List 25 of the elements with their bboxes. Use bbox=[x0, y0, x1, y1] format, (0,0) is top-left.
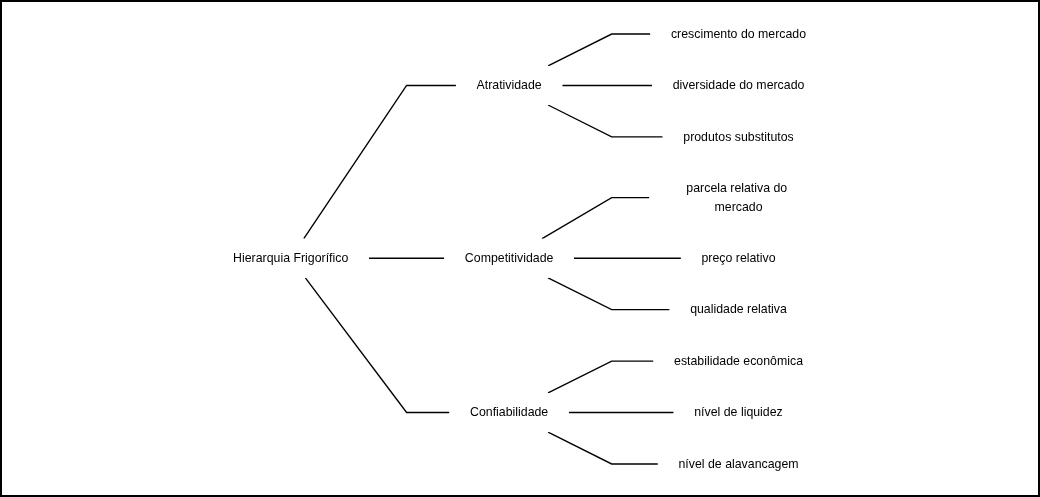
connector bbox=[547, 276, 671, 310]
connector bbox=[304, 276, 451, 413]
node-text: estabilidade econômica bbox=[673, 353, 803, 368]
connector bbox=[561, 84, 653, 86]
connector bbox=[303, 84, 457, 239]
node-text: crescimento do mercado bbox=[670, 26, 807, 41]
node-text: qualidade relativa bbox=[690, 301, 787, 316]
node-text: Confiabilidade bbox=[469, 404, 549, 419]
node-text: diversidade do mercado bbox=[672, 77, 805, 92]
node-text: produtos substitutos bbox=[683, 129, 794, 143]
connector bbox=[547, 359, 655, 394]
node-text: nível de alavancagem bbox=[678, 456, 799, 470]
node-text: Atratividade bbox=[476, 77, 542, 92]
connector bbox=[573, 257, 682, 259]
node-text: parcela relativa do mercado bbox=[686, 180, 788, 213]
node-text: nível de liquidez bbox=[694, 404, 783, 419]
connector bbox=[547, 32, 651, 67]
connector bbox=[547, 430, 659, 465]
node-text: Competitividade bbox=[464, 250, 554, 265]
connector bbox=[547, 103, 664, 138]
node-text: Hierarquia Frigorífico bbox=[232, 250, 349, 265]
connector bbox=[368, 257, 445, 259]
node-text: preço relativo bbox=[701, 250, 776, 265]
connector bbox=[568, 411, 675, 413]
connector bbox=[541, 196, 650, 239]
